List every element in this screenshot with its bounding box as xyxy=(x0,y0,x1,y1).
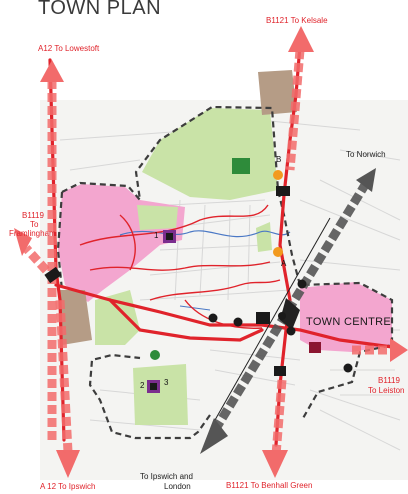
arrow-north-a12 xyxy=(40,60,64,82)
town-centre-marker xyxy=(309,342,321,353)
local-roads xyxy=(79,204,281,329)
label-b1119-west-2: To xyxy=(30,220,39,229)
arrow-south-a12 xyxy=(56,450,80,478)
green-space-south xyxy=(133,364,188,425)
label-b1119-west-3: Framlingham xyxy=(9,229,56,238)
label-to-norwich: To Norwich xyxy=(346,150,386,159)
green-space-site-1 xyxy=(137,205,178,230)
site-letter-b: B xyxy=(276,155,282,164)
label-town-centre: TOWN CENTRE xyxy=(306,316,391,328)
arrow-south-b1121 xyxy=(262,450,288,478)
arrow-west-b1119 xyxy=(14,228,32,256)
sports-ground-marker xyxy=(232,158,250,174)
development-site-west xyxy=(60,290,92,345)
label-b1121-south: B1121 To Benhall Green xyxy=(226,481,313,490)
site-a-marker xyxy=(273,247,283,257)
stream-south xyxy=(179,305,211,311)
arrow-east-b1119 xyxy=(390,338,408,362)
green-circle-marker xyxy=(150,350,160,360)
site-letter-a: A xyxy=(281,259,287,268)
junction-markers xyxy=(44,186,300,376)
development-site-north xyxy=(258,70,297,115)
arrow-north-b1121 xyxy=(288,26,314,52)
label-ipswich-london-2: London xyxy=(164,482,191,491)
green-space-east xyxy=(256,222,272,252)
label-a12-north: A12 To Lowestoft xyxy=(38,44,100,53)
map-title: TOWN PLAN xyxy=(38,0,162,19)
bus-stop-markers xyxy=(208,279,353,373)
label-b1121-north: B1121 To Kelsale xyxy=(266,16,328,25)
site-b-marker xyxy=(273,170,283,180)
b1119-loop xyxy=(108,298,264,342)
label-a12-south: A 12 To Ipswich xyxy=(40,482,96,491)
label-ipswich-london-1: To Ipswich and xyxy=(140,472,193,481)
site-number-3: 3 xyxy=(164,378,169,387)
label-b1119-east-1: B1119 xyxy=(378,376,400,385)
site-number-2: 2 xyxy=(140,381,145,390)
label-b1119-west-1: B1119 xyxy=(22,211,44,220)
label-b1119-east-2: To Leiston xyxy=(368,386,405,395)
site-number-1: 1 xyxy=(154,231,159,240)
